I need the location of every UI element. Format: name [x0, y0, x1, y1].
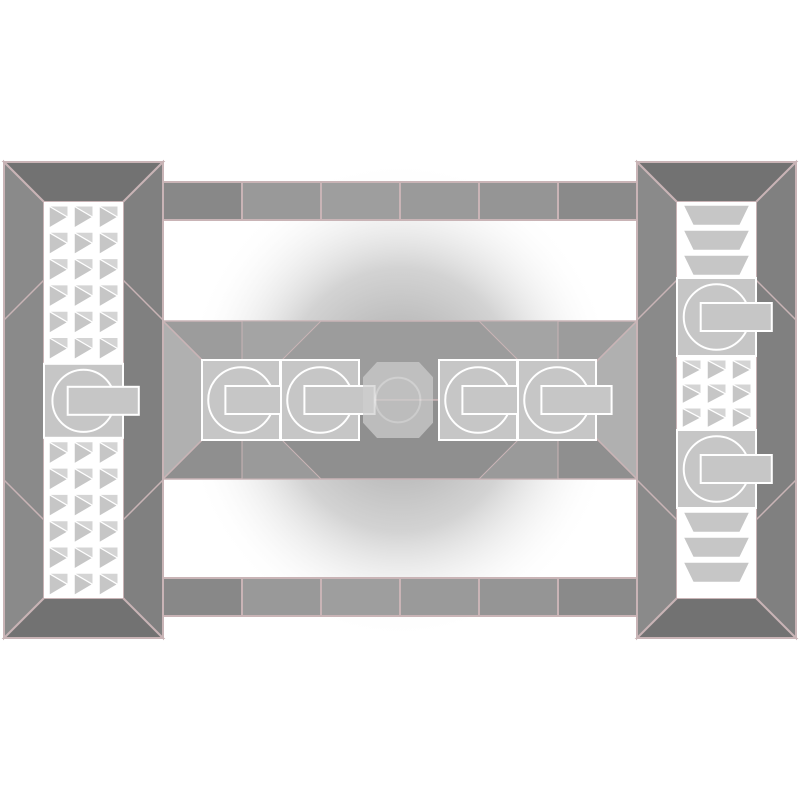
c-socket-piece[interactable] — [280, 359, 376, 441]
rail-brick — [399, 577, 480, 617]
rail-brick — [557, 181, 638, 221]
arrow-tile — [681, 382, 753, 406]
chevron-tile — [681, 254, 752, 277]
center-track-pieces — [201, 359, 613, 441]
arrow-tile — [47, 493, 120, 519]
right-frame — [634, 159, 799, 641]
c-socket-piece[interactable] — [676, 429, 773, 509]
rail-brick — [320, 181, 401, 221]
arrow-tile — [47, 257, 120, 283]
right-lane-pieces — [676, 204, 773, 584]
bevel-seam — [122, 279, 164, 321]
arrow-tile — [681, 358, 753, 382]
chevron-tile — [681, 229, 752, 252]
rail-brick — [557, 577, 638, 617]
bevel-seam — [3, 279, 45, 321]
arrow-tile — [47, 336, 120, 362]
rail-brick — [241, 181, 322, 221]
arrow-tile — [47, 440, 120, 466]
right-frame-right-bevel — [755, 159, 797, 641]
rail-brick — [478, 577, 559, 617]
c-socket-piece[interactable] — [43, 362, 140, 439]
left-lane-pieces — [43, 204, 140, 597]
bevel-seam — [122, 479, 164, 521]
rail-brick — [320, 577, 401, 617]
bevel-seam — [755, 279, 797, 321]
rail-brick — [162, 577, 243, 617]
chevron-tile — [681, 511, 752, 534]
chevron-tile — [681, 536, 752, 559]
arrow-tile — [47, 519, 120, 545]
bevel-seam — [636, 479, 678, 521]
bevel-seam — [755, 479, 797, 521]
rail-brick — [241, 577, 322, 617]
arrow-tile — [47, 545, 120, 571]
chevron-tile — [681, 204, 752, 227]
bottom-rail — [162, 577, 638, 617]
arrow-tile — [47, 571, 120, 597]
left-frame-left-bevel — [3, 159, 45, 641]
bevel-seam — [3, 479, 45, 521]
arrow-tile — [47, 283, 120, 309]
rail-brick — [478, 181, 559, 221]
c-socket-piece[interactable] — [517, 359, 613, 441]
arrow-tile — [47, 230, 120, 256]
arrow-tile — [47, 309, 120, 335]
arrow-tile — [47, 204, 120, 230]
rail-brick — [399, 181, 480, 221]
right-frame-left-bevel — [636, 159, 678, 641]
bevel-seam — [636, 279, 678, 321]
chevron-tile — [681, 561, 752, 584]
c-socket-piece[interactable] — [676, 277, 773, 357]
arrow-tile — [47, 466, 120, 492]
top-rail — [162, 181, 638, 221]
left-frame — [1, 159, 166, 641]
arrow-tile — [681, 406, 753, 430]
rail-brick — [162, 181, 243, 221]
c-ghost-piece — [363, 362, 433, 438]
